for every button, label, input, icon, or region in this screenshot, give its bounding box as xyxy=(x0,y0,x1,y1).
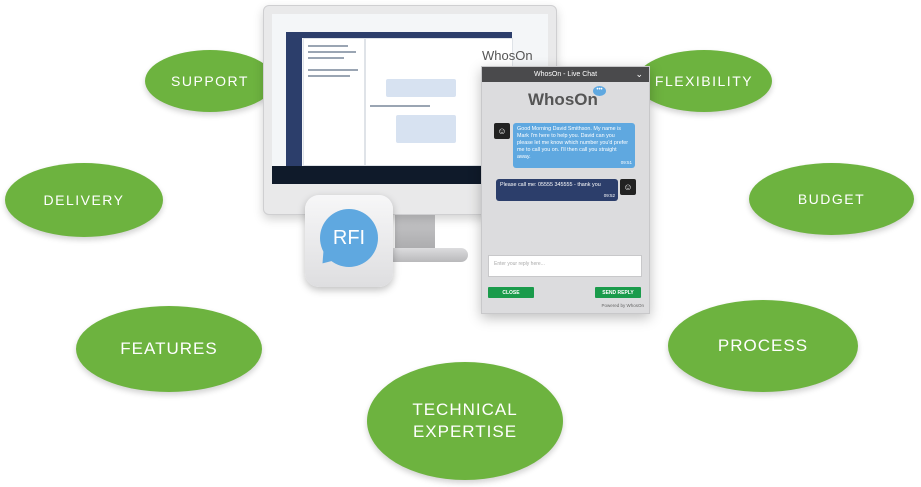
visitor-message-time: 09:52 xyxy=(603,193,615,198)
technical-label: TECHNICAL xyxy=(412,400,518,419)
rfi-icon: RFI xyxy=(305,195,393,287)
support-bubble: SUPPORT xyxy=(145,50,275,112)
send-reply-button[interactable]: SEND REPLY xyxy=(595,287,641,298)
delivery-label: DELIVERY xyxy=(43,192,125,208)
chat-bubble-icon: ••• xyxy=(593,86,606,96)
operator-message-text: Good Morning David Smithson. My name is … xyxy=(517,126,628,160)
visitor-avatar-icon: ☺ xyxy=(620,179,636,195)
screen-chat-message xyxy=(396,115,456,143)
operator-message: Good Morning David Smithson. My name is … xyxy=(513,123,635,168)
monitor-stand xyxy=(395,213,435,253)
visitor-message-text: Please call me: 05555 345555 - thank you xyxy=(500,182,601,188)
operator-avatar-icon: ☺ xyxy=(494,123,510,139)
flexibility-label: FLEXIBILITY xyxy=(654,73,754,89)
chat-header: WhosOn - Live Chat ⌄ xyxy=(482,67,649,82)
send-reply-label: SEND REPLY xyxy=(602,289,634,296)
process-bubble: PROCESS xyxy=(668,300,858,392)
visitor-message: Please call me: 05555 345555 - thank you… xyxy=(496,179,618,201)
support-label: SUPPORT xyxy=(171,73,249,89)
features-bubble: FEATURES xyxy=(76,306,262,392)
reply-input[interactable]: Enter your reply here... xyxy=(488,255,642,277)
live-chat-widget: WhosOn - Live Chat ⌄ WhosOn ••• ☺ Good M… xyxy=(481,66,650,314)
flexibility-bubble: FLEXIBILITY xyxy=(636,50,772,112)
reply-placeholder: Enter your reply here... xyxy=(494,261,545,267)
taskbar xyxy=(272,166,548,184)
list-line xyxy=(308,45,348,47)
rfi-speech-bubble: RFI xyxy=(320,209,378,267)
screen-whoson-logo: WhosOn xyxy=(482,48,533,63)
list-line xyxy=(308,69,358,71)
powered-by-text: Powered by WhosOn xyxy=(601,303,644,308)
list-line xyxy=(308,51,356,53)
budget-bubble: BUDGET xyxy=(749,163,914,235)
budget-label: BUDGET xyxy=(797,191,866,207)
operator-message-time: 09:51 xyxy=(620,160,632,165)
visitor-list-panel xyxy=(303,38,365,166)
rfi-label: RFI xyxy=(332,226,366,249)
expertise-label: EXPERTISE xyxy=(412,422,518,441)
app-titlebar xyxy=(286,32,512,38)
list-line xyxy=(308,57,344,59)
chat-whoson-logo: WhosOn xyxy=(528,90,598,109)
chat-line xyxy=(370,105,430,107)
close-button-label: CLOSE xyxy=(502,289,520,296)
features-label: FEATURES xyxy=(120,339,218,358)
delivery-bubble: DELIVERY xyxy=(5,163,163,237)
list-line xyxy=(308,75,350,77)
process-label: PROCESS xyxy=(717,336,809,355)
close-button[interactable]: CLOSE xyxy=(488,287,534,298)
chat-title: WhosOn - Live Chat xyxy=(533,71,598,78)
screen-chat-message xyxy=(386,79,456,97)
app-sidebar xyxy=(286,38,302,170)
technical-expertise-bubble: TECHNICAL EXPERTISE xyxy=(367,362,563,480)
chevron-down-icon[interactable]: ⌄ xyxy=(635,69,643,79)
